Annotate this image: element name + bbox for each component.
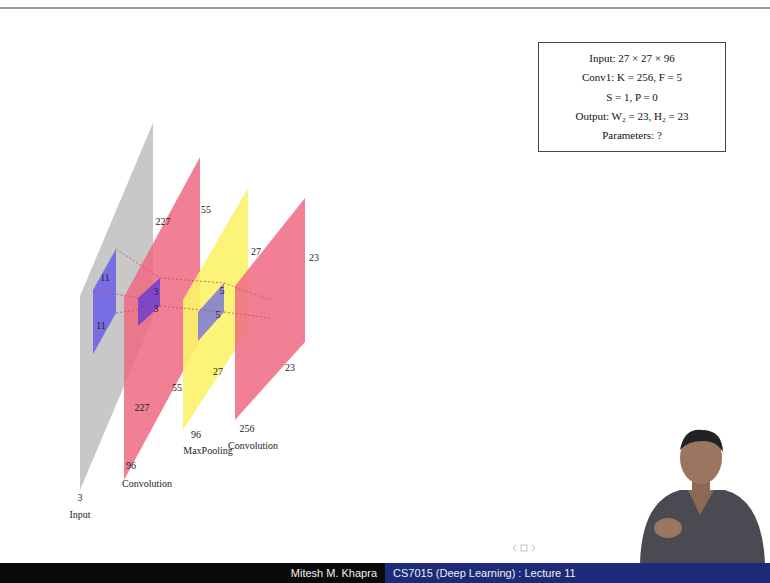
filter-11 <box>93 249 116 354</box>
filter-3 <box>138 278 160 326</box>
plane-label: 96 <box>126 461 136 471</box>
plane-label: 3 <box>154 287 159 297</box>
plane-label: 256 <box>240 424 255 434</box>
plane-label: Input <box>69 510 90 520</box>
plane-label: 3 <box>78 493 83 503</box>
footer-bar: Mitesh M. KhapraCS7015 (Deep Learning) :… <box>0 563 770 583</box>
plane-label: 27 <box>251 247 261 257</box>
plane-label: 11 <box>100 273 110 283</box>
plane-label: 11 <box>96 321 106 331</box>
presenter-figure <box>640 430 765 563</box>
nav-icons <box>513 545 535 551</box>
info-line: S = 1, P = 0 <box>549 88 715 107</box>
header-rule <box>0 7 770 9</box>
plane-label: 5 <box>220 286 225 296</box>
plane-label: 55 <box>172 383 182 393</box>
footer-text: Mitesh M. Khapra <box>0 563 385 583</box>
plane-label: 23 <box>285 363 295 373</box>
conv2-plane <box>235 198 305 420</box>
plane-label: Convolution <box>228 441 278 451</box>
info-line: Input: 27 × 27 × 96 <box>549 49 715 68</box>
filter-5 <box>198 283 224 341</box>
plane-label: 55 <box>201 205 211 215</box>
footer-text: CS7015 (Deep Learning) : Lecture 11 <box>385 563 770 583</box>
info-line: Conv1: K = 256, F = 5 <box>549 68 715 87</box>
info-box: Input: 27 × 27 × 96Conv1: K = 256, F = 5… <box>538 42 726 152</box>
plane-label: 3 <box>154 304 159 314</box>
projection-lines <box>93 249 270 318</box>
plane-label: 27 <box>213 367 223 377</box>
plane-label: 227 <box>156 217 171 227</box>
info-line: Output: W₂ = 23, H₂ = 23 <box>549 107 715 126</box>
info-line: Parameters: ? <box>549 126 715 145</box>
plane-label: Convolution <box>122 479 172 489</box>
plane-label: 5 <box>216 310 221 320</box>
plane-label: 227 <box>135 403 150 413</box>
plane-label: 23 <box>309 253 319 263</box>
plane-label: 96 <box>191 430 201 440</box>
plane-label: MaxPooling <box>183 446 232 456</box>
